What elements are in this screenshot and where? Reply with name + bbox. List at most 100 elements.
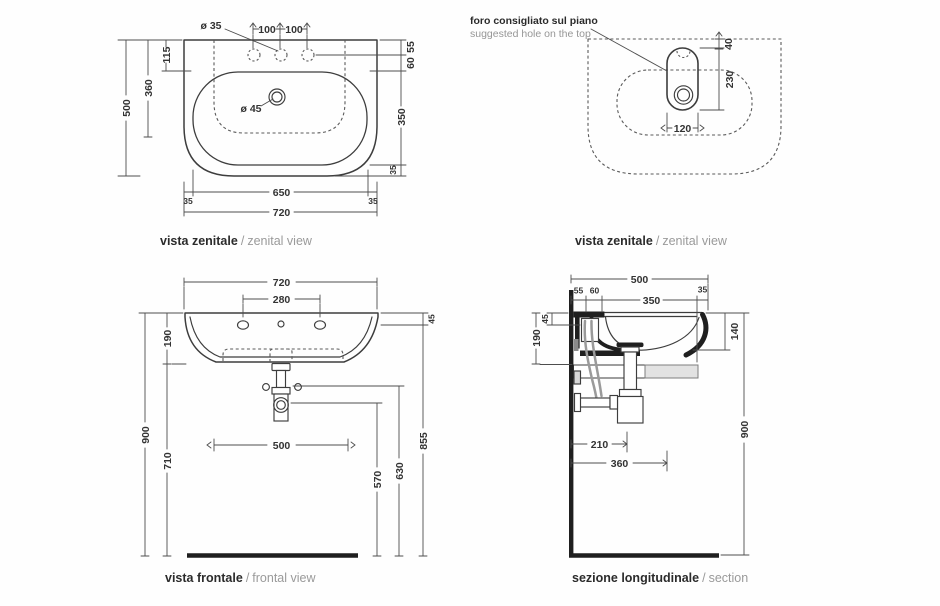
bowl-inner-surface	[604, 316, 700, 351]
dim-lines-hole-bottom	[660, 112, 705, 133]
annotation-note-it: foro consigliato sul piano	[470, 15, 598, 27]
zenital-hole-view: 40 230 120	[587, 28, 782, 175]
suggested-hole-outline	[666, 47, 699, 111]
dim-basin-depth: 350	[396, 108, 408, 126]
faucet-hole-left	[247, 48, 261, 62]
dim-section-rim-to-holes: 45	[540, 314, 550, 324]
hole-faucet-ring-inner	[676, 88, 691, 102]
basin-hidden-outline	[616, 69, 753, 136]
dim-hole-width: 120	[674, 123, 692, 135]
basin-rim-outline	[192, 71, 368, 166]
dim-margin-right: 35	[368, 196, 378, 206]
dim-lines-section-right	[692, 312, 750, 556]
front-hole-center	[277, 320, 285, 328]
sink-front-outline	[184, 312, 379, 363]
hole-faucet-ring-outer	[673, 85, 694, 105]
dim-lines-top	[249, 22, 311, 49]
dim-pitch-right: 100	[285, 24, 303, 36]
dim-lines-right	[315, 39, 407, 177]
front-hole-left	[236, 320, 250, 330]
section-view: 500 55 60 350 35 45 190 140 900 210 360	[531, 274, 751, 558]
dim-lines-bottom	[183, 169, 378, 217]
zenital-sink-view: ø 35 100 100 500 360 115 55 60 350 35 ø …	[117, 20, 417, 219]
dim-lines-left	[117, 39, 192, 177]
dim-lines-frontal-500	[206, 438, 356, 452]
leader-annotation	[590, 28, 668, 72]
dim-frontal-body-height: 190	[162, 330, 174, 348]
wall-flange	[573, 392, 582, 413]
dim-frontal-drain-height: 630	[394, 462, 406, 480]
fixing-hole-left	[262, 383, 270, 391]
drain-hole-outer	[268, 88, 286, 106]
dim-frontal-hole-pitch: 280	[273, 294, 291, 306]
dim-hole-length: 230	[724, 71, 736, 89]
dim-width-total: 720	[273, 207, 291, 219]
dim-lines-section-bottom	[570, 431, 668, 472]
drain-hole-inner	[271, 91, 283, 103]
dim-front-margin: 35	[388, 165, 398, 175]
front-hole-right	[313, 320, 327, 330]
dim-depth-holes: 115	[161, 46, 173, 63]
dim-section-basin-inner: 140	[729, 323, 741, 341]
wall-valve	[573, 370, 582, 385]
caption-frontal-en: frontal view	[252, 571, 316, 585]
dim-drain-diameter: ø 45	[240, 103, 261, 115]
dim-frontal-trap-height: 570	[372, 471, 384, 489]
supply-pipe-2	[590, 319, 603, 398]
leader-faucet-diameter	[224, 28, 279, 52]
dim-lines-frontal-right	[290, 312, 429, 557]
dim-faucet-diameter: ø 35	[200, 20, 221, 32]
wall-section	[569, 290, 574, 556]
caption-section-en: section	[708, 571, 749, 585]
trap-collar-section	[618, 388, 642, 398]
counter-slab	[644, 364, 699, 379]
caption-zenital-sink-sep: /	[240, 234, 245, 248]
dim-lines-frontal-left	[138, 312, 187, 557]
dim-pitch-left: 100	[258, 24, 276, 36]
outlet-pipe	[576, 397, 611, 408]
popup-waste-body	[620, 346, 640, 353]
leader-drain-diameter	[260, 98, 274, 107]
dim-lines-section-top	[570, 274, 709, 363]
dim-section-outlet-offset: 360	[611, 458, 629, 470]
outlet-union-nut	[609, 394, 619, 410]
dim-section-front-lip: 35	[698, 285, 708, 295]
trap-body-section	[616, 395, 644, 424]
dim-frontal-clearance: 710	[162, 452, 174, 470]
deck-section-cut	[573, 311, 605, 318]
sink-outer-outline	[183, 39, 378, 177]
caption-zenital-hole-sep: /	[655, 234, 660, 248]
back-wall-cut	[575, 317, 580, 349]
drain-flange	[271, 362, 291, 372]
trap-tailpipe	[623, 351, 638, 391]
caption-zenital-sink-en: zenital view	[247, 234, 312, 248]
wall-bracket	[574, 339, 579, 351]
caption-zenital-hole-it: vista zenitale	[575, 234, 653, 248]
dim-frontal-rim-to-holes: 45	[427, 314, 437, 324]
caption-section-it: sezione longitudinale	[572, 571, 700, 585]
caption-frontal-sep: /	[245, 571, 250, 585]
bottom-cut-bar	[580, 350, 640, 356]
dim-depth-total: 500	[121, 99, 133, 117]
trap-cap-inner	[276, 400, 286, 410]
dim-section-body-height: 190	[531, 329, 543, 347]
trap-cap-outer	[273, 397, 289, 413]
annotation-note-en: suggested hole on the top	[470, 27, 591, 40]
hidden-mount-contour	[222, 348, 344, 361]
dim-lines-section-left	[531, 312, 581, 365]
sink-hidden-outline	[587, 38, 782, 175]
dim-frontal-bracket-pitch: 500	[273, 440, 291, 452]
caption-frontal-it: vista frontale	[165, 571, 243, 585]
basin-hidden-contour	[213, 40, 346, 134]
dim-section-trap-offset: 210	[591, 439, 609, 451]
dim-frontal-height-total: 900	[140, 426, 152, 444]
dim-holes-to-basin: 60	[405, 57, 417, 69]
faucet-hole-right	[301, 48, 315, 62]
dim-depth-basin: 360	[143, 79, 155, 97]
caption-frontal: vista frontale/frontal view	[165, 571, 316, 585]
dim-section-depth-total: 500	[631, 274, 649, 286]
dim-lines-frontal-top	[183, 277, 378, 318]
faucet-hole-hidden-arc	[676, 50, 691, 59]
